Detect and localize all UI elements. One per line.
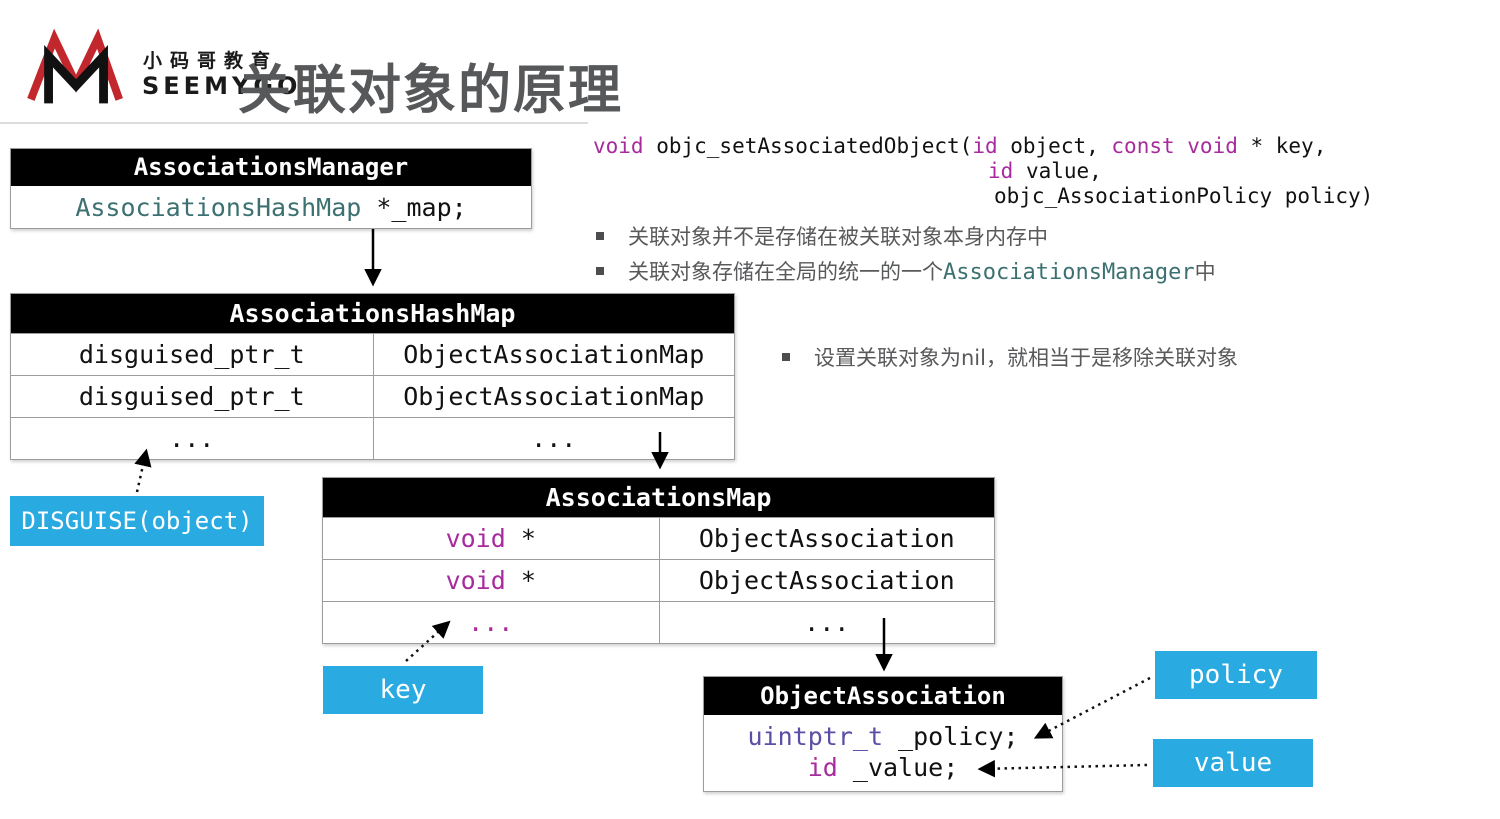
table-cell-key: disguised_ptr_t [78, 340, 305, 369]
bullet-item-1: 关联对象并不是存储在被关联对象本身内存中 [596, 224, 1216, 250]
table-cell-value: ObjectAssociationMap [372, 376, 735, 417]
table-row: disguised_ptr_t ObjectAssociationMap [11, 333, 734, 375]
seemygo-m-icon [27, 28, 123, 104]
table-title: ObjectAssociation [704, 677, 1062, 715]
bullet-text: 关联对象存储在全局的统一的一个AssociationsManager中 [628, 260, 1216, 285]
brand-name-cn: 小码哥教育 [143, 50, 279, 72]
code-line-2: id value, [988, 159, 1102, 183]
table-cell-value: ... [658, 602, 995, 643]
policy-label: policy [1155, 651, 1317, 699]
table-cell-value: ... [372, 418, 735, 459]
associations-manager-table: AssociationsManager AssociationsHashMap … [10, 148, 532, 229]
object-association-table: ObjectAssociation uintptr_t _policy; id … [703, 676, 1063, 792]
code-snippet: void objc_setAssociatedObject(id object,… [593, 134, 1373, 209]
table-cell-key: ... [468, 608, 514, 637]
table-cell-key: ... [169, 424, 215, 453]
brand-name-en: SEEMYGO [142, 72, 302, 100]
table-cell-value: ObjectAssociation [658, 518, 995, 559]
table-row: void * ObjectAssociation [323, 559, 994, 601]
code-line-1: void objc_setAssociatedObject(id object,… [593, 134, 1327, 158]
bullet-list: 关联对象并不是存储在被关联对象本身内存中 关联对象存储在全局的统一的一个Asso… [596, 224, 1216, 295]
field-policy: uintptr_t _policy; [747, 722, 1019, 751]
header-divider [0, 122, 588, 124]
bullet-item-2: 关联对象存储在全局的统一的一个AssociationsManager中 [596, 259, 1216, 286]
brand-logo: 小码哥教育 SEEMYGO [25, 26, 475, 118]
bullet-icon [782, 353, 790, 361]
bullet-text: 关联对象并不是存储在被关联对象本身内存中 [628, 225, 1048, 249]
table-cell-key: void * [445, 524, 536, 553]
page-title: 关联对象的原理 [238, 60, 623, 121]
table-title: AssociationsMap [323, 478, 994, 517]
table-row: void * ObjectAssociation [323, 517, 994, 559]
disguise-object-label: DISGUISE(object) [10, 496, 264, 546]
bullet-icon [596, 232, 604, 240]
field-value: id _value; [807, 753, 959, 782]
table-title: AssociationsManager [11, 149, 531, 186]
table-row: disguised_ptr_t ObjectAssociationMap [11, 375, 734, 417]
value-label: value [1153, 739, 1313, 787]
table-cell-value: ObjectAssociationMap [372, 334, 735, 375]
table-cell-key: void * [445, 566, 536, 595]
bullet-icon [596, 267, 604, 275]
table-body: uintptr_t _policy; id _value; [704, 715, 1062, 791]
table-cell-value: ObjectAssociation [658, 560, 995, 601]
key-label: key [323, 666, 483, 714]
table-row: ... ... [323, 601, 994, 643]
table-cell-key: disguised_ptr_t [78, 382, 305, 411]
associations-map-table: AssociationsMap void * ObjectAssociation… [322, 477, 995, 644]
table-title: AssociationsHashMap [11, 294, 734, 333]
code-line-3: objc_AssociationPolicy policy) [994, 184, 1374, 208]
table-row: ... ... [11, 417, 734, 459]
bullet-text: 设置关联对象为nil，就相当于是移除关联对象 [814, 346, 1238, 370]
associations-hashmap-table: AssociationsHashMap disguised_ptr_t Obje… [10, 293, 735, 460]
table-row: AssociationsHashMap *_map; [75, 192, 467, 222]
bullet-item-3: 设置关联对象为nil，就相当于是移除关联对象 [782, 345, 1238, 371]
